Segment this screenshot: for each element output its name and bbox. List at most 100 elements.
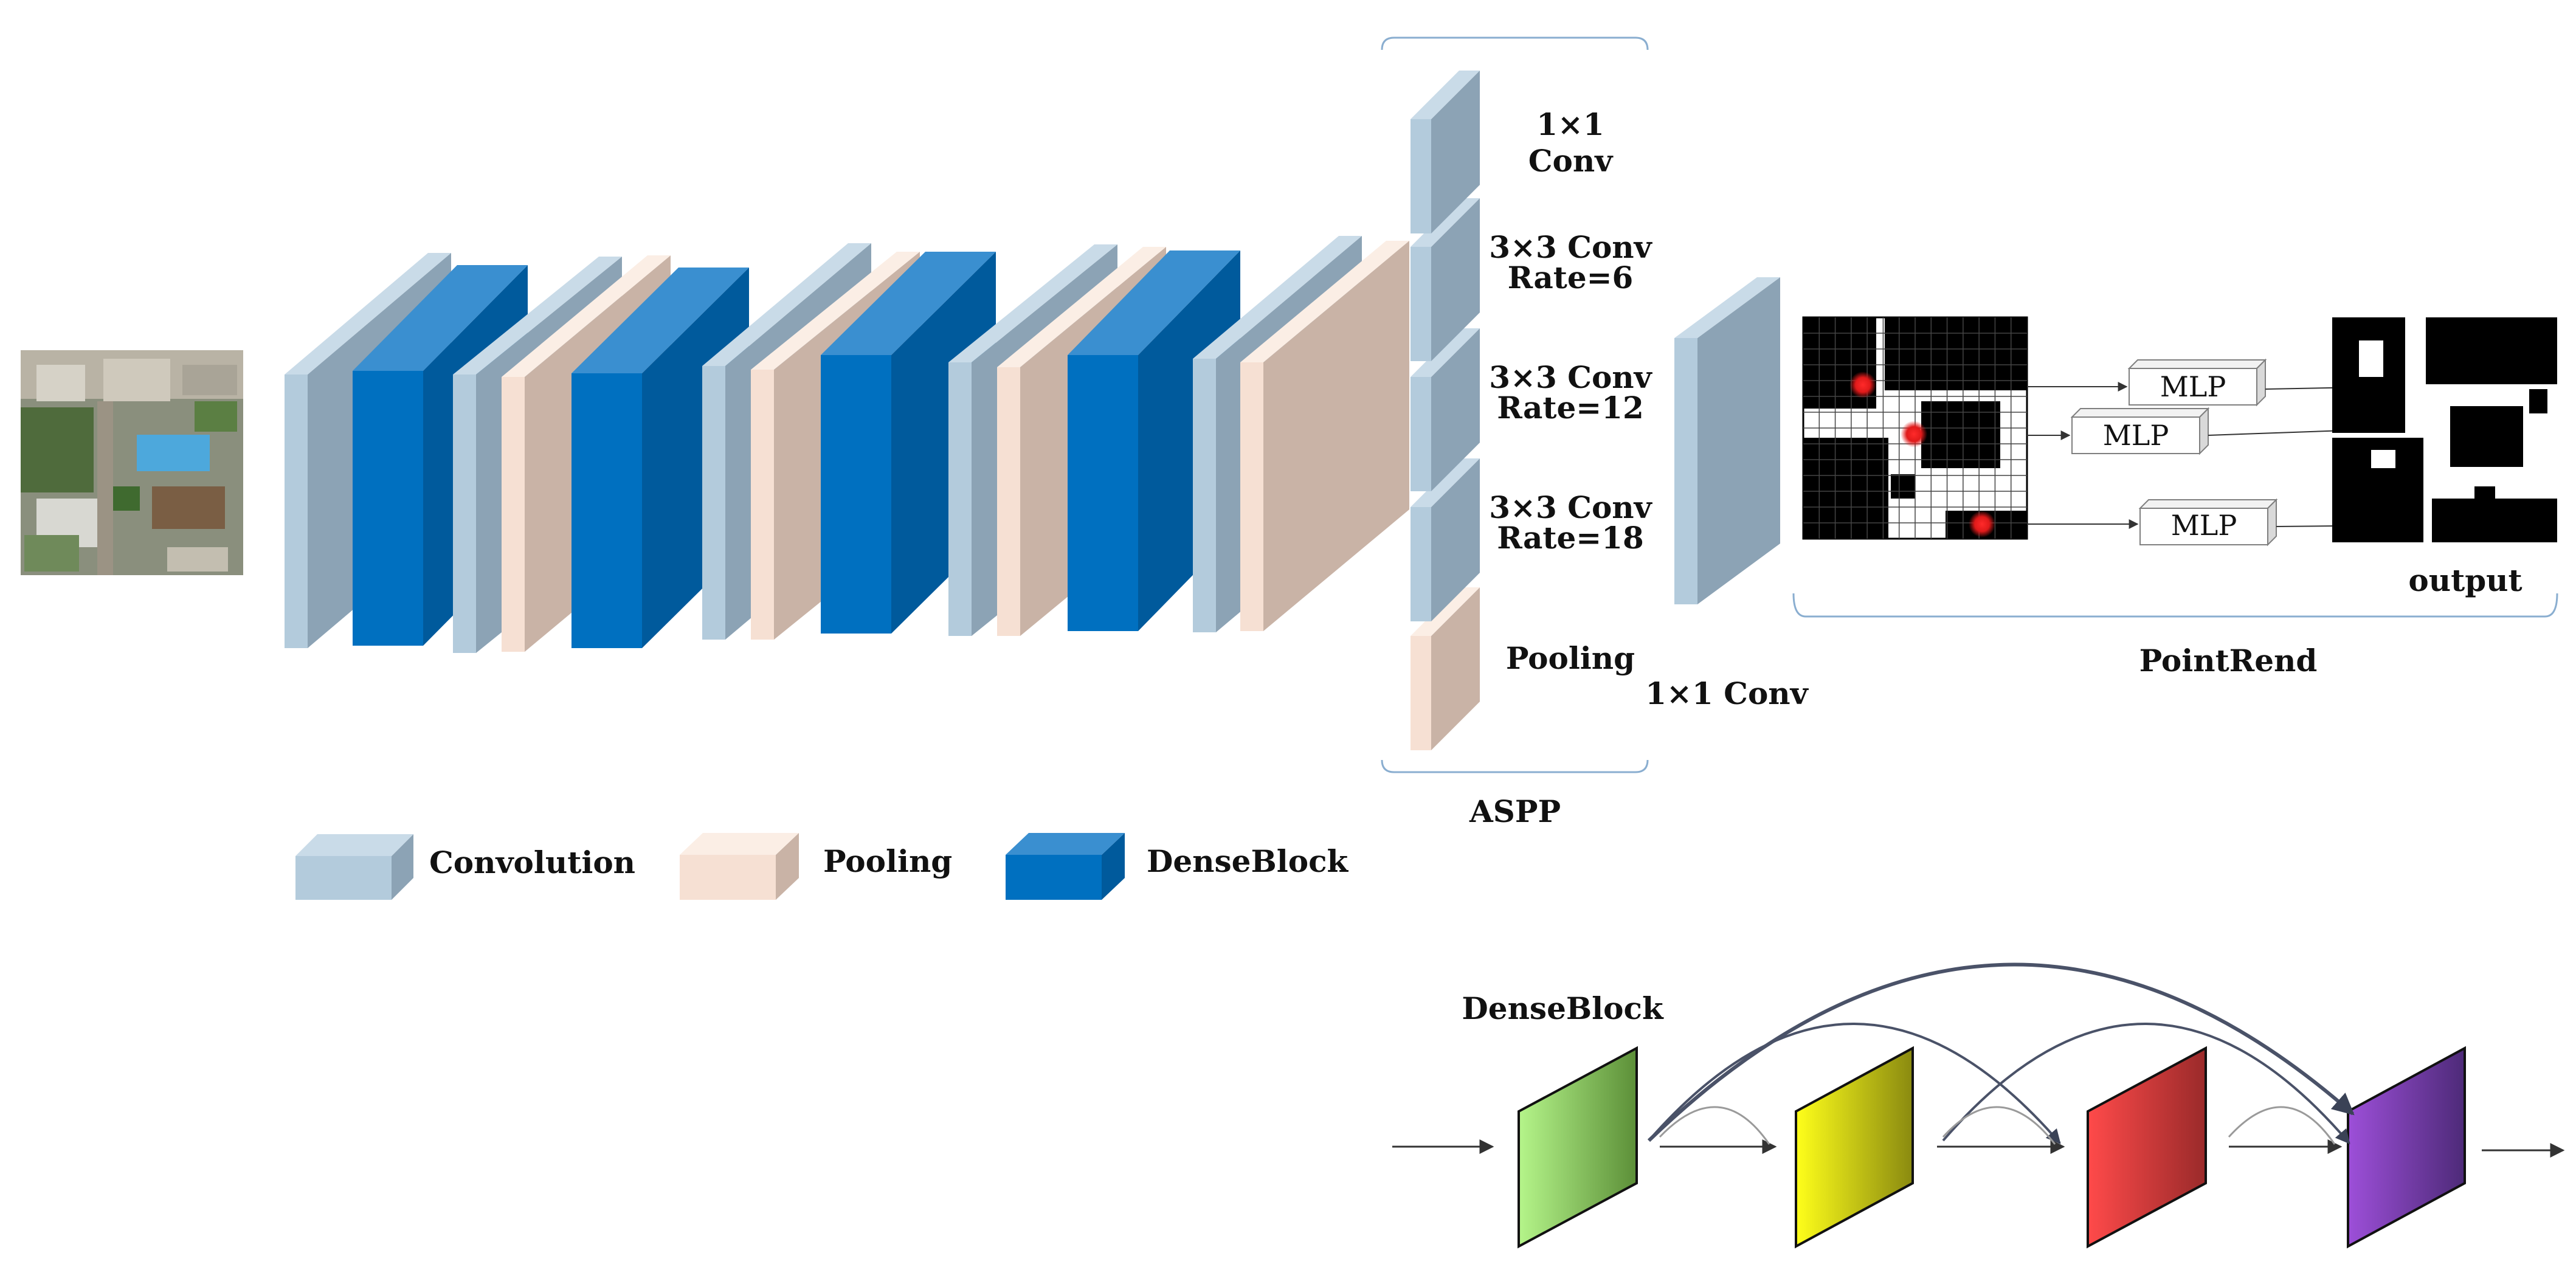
mlp-label-3: MLP: [2171, 509, 2237, 542]
encoder-conv-layer-3-front: [453, 375, 476, 653]
aspp-branch-block-1-top: [1411, 71, 1480, 119]
encoder-layers: [285, 236, 1409, 653]
aspp-branch-block-1-side: [1431, 71, 1480, 233]
aspp-branch-block-1-front: [1411, 119, 1431, 233]
aspp-branch-1-line2: Conv: [1528, 143, 1614, 179]
local-connection-3: [2228, 1106, 2336, 1145]
selected-point-1: [1849, 371, 1876, 398]
aspp-bracket-top: [1381, 36, 1649, 50]
conv-1x1-block: [1674, 277, 1780, 604]
aspp-bracket-bottom: [1381, 759, 1649, 773]
selected-point-2: [1901, 421, 1927, 447]
mlp-box-2: MLP: [2070, 407, 2210, 455]
aspp-branch-1-line1: 1×1: [1536, 106, 1604, 142]
pointrend-bracket: [1792, 593, 2558, 618]
encoder-conv-layer-12-top: [1193, 236, 1362, 359]
legend-denseblock-swatch: [1006, 833, 1125, 900]
aspp-branch-block-2: [1411, 198, 1480, 361]
legend-pooling-swatch: [680, 833, 799, 900]
mlp-label-2: MLP: [2103, 419, 2169, 452]
output-label: output: [2408, 562, 2522, 598]
pointrend-title: PointRend: [2139, 643, 2318, 679]
encoder-dense-layer-11-front: [1068, 355, 1138, 631]
encoder-pool-layer-10-top: [997, 247, 1166, 367]
encoder-conv-layer-1-front: [285, 375, 308, 648]
aspp-branch-block-2-front: [1411, 247, 1431, 361]
aspp-branch-block-5-side: [1431, 587, 1480, 750]
encoder-pool-layer-13-top: [1240, 241, 1409, 362]
dense-layer-4: [2347, 1046, 2466, 1249]
aspp-branch-block-2-side: [1431, 198, 1480, 361]
encoder-conv-layer-9-front: [948, 362, 972, 636]
denseblock-detail: DenseBlock: [1392, 962, 2565, 1249]
aspp-branch-5-label: Pooling: [1506, 640, 1635, 676]
aspp-branch-3-line2: Rate=12: [1497, 390, 1643, 426]
aspp-branch-block-3-front: [1411, 377, 1431, 491]
aspp-branch-block-3: [1411, 328, 1480, 491]
encoder-dense-layer-2-top: [353, 265, 528, 371]
aspp-branch-4-line1: 3×3 Conv: [1489, 489, 1652, 525]
aspp-branch-2-line1: 3×3 Conv: [1489, 229, 1652, 265]
aspp-branch-block-5-top: [1411, 587, 1480, 636]
encoder-conv-layer-12-front: [1193, 359, 1216, 632]
aspp-module: 1×1 Conv 3×3 Conv Rate=6 3×3 Conv Rate=1…: [1381, 36, 1653, 829]
aspp-branch-block-5: [1411, 587, 1480, 750]
local-connection-2: [1942, 1106, 2056, 1145]
conv-1x1-block-front: [1674, 338, 1697, 604]
encoder-pool-layer-13-front: [1240, 362, 1263, 631]
conv-1x1-block-top: [1674, 277, 1780, 338]
aspp-branch-3-line1: 3×3 Conv: [1489, 359, 1652, 395]
encoder-conv-layer-9-top: [948, 244, 1117, 362]
encoder-dense-layer-5-front: [571, 373, 642, 648]
encoder-pool-layer-10-front: [997, 367, 1020, 636]
encoder-conv-layer-1-top: [285, 253, 451, 375]
input-aerial-image: [21, 350, 243, 575]
encoder-pool-layer-13-side: [1263, 241, 1409, 631]
encoder-dense-layer-11-top: [1068, 250, 1240, 355]
legend-pooling-label: Pooling: [823, 843, 952, 879]
mlp-box-1: MLP: [2127, 358, 2267, 407]
legend-pool-box-front: [680, 855, 776, 900]
mlp-label-1: MLP: [2160, 370, 2226, 403]
encoder-pool-layer-7-top: [751, 252, 920, 370]
coarse-mask-grid: [1802, 316, 2028, 540]
encoder-pool-layer-13: [1240, 241, 1409, 631]
conv-1x1-block-side: [1697, 277, 1780, 604]
dense-layer-3: [2087, 1046, 2207, 1249]
legend-conv-box-top: [295, 834, 413, 856]
conv-1x1-label: 1×1 Conv: [1645, 675, 1809, 711]
dense-layer-2: [1795, 1046, 1914, 1249]
aspp-branch-block-1: [1411, 71, 1480, 233]
skip-connection-1-4: [1647, 962, 2355, 1142]
aspp-branch-block-4: [1411, 458, 1480, 621]
aspp-branch-block-4-side: [1431, 458, 1480, 621]
aspp-branch-block-5-front: [1411, 636, 1431, 750]
encoder-conv-layer-3-top: [453, 257, 622, 375]
dense-layer-1: [1518, 1046, 1638, 1249]
encoder-dense-layer-8-front: [821, 355, 891, 634]
encoder-dense-layer-8-top: [821, 252, 996, 355]
conv-1x1-layer: [1674, 277, 1780, 604]
encoder-pool-layer-4-front: [502, 377, 525, 652]
legend-convolution-swatch: [295, 834, 413, 900]
aspp-branch-block-3-top: [1411, 328, 1480, 377]
aspp-title: ASPP: [1469, 793, 1561, 829]
legend-dense-box-top: [1006, 833, 1125, 855]
legend: Convolution Pooling DenseBlock: [295, 833, 1349, 900]
legend-conv-box-front: [295, 856, 392, 900]
selected-point-3: [1969, 511, 1995, 537]
aspp-branch-block-4-front: [1411, 507, 1431, 621]
legend-pool-box: [680, 833, 799, 900]
legend-convolution-label: Convolution: [429, 844, 635, 880]
encoder-dense-layer-5-top: [571, 268, 749, 373]
output-mask: [2332, 317, 2557, 542]
aspp-branch-4-line2: Rate=18: [1497, 520, 1643, 556]
local-connection-1: [1659, 1106, 1770, 1145]
encoder-pool-layer-7-front: [751, 370, 774, 640]
legend-dense-box-side: [1102, 833, 1125, 900]
legend-conv-box: [295, 834, 413, 900]
aspp-branch-stack: [1411, 71, 1480, 750]
legend-denseblock-label: DenseBlock: [1147, 843, 1349, 879]
legend-dense-box-front: [1006, 855, 1102, 900]
